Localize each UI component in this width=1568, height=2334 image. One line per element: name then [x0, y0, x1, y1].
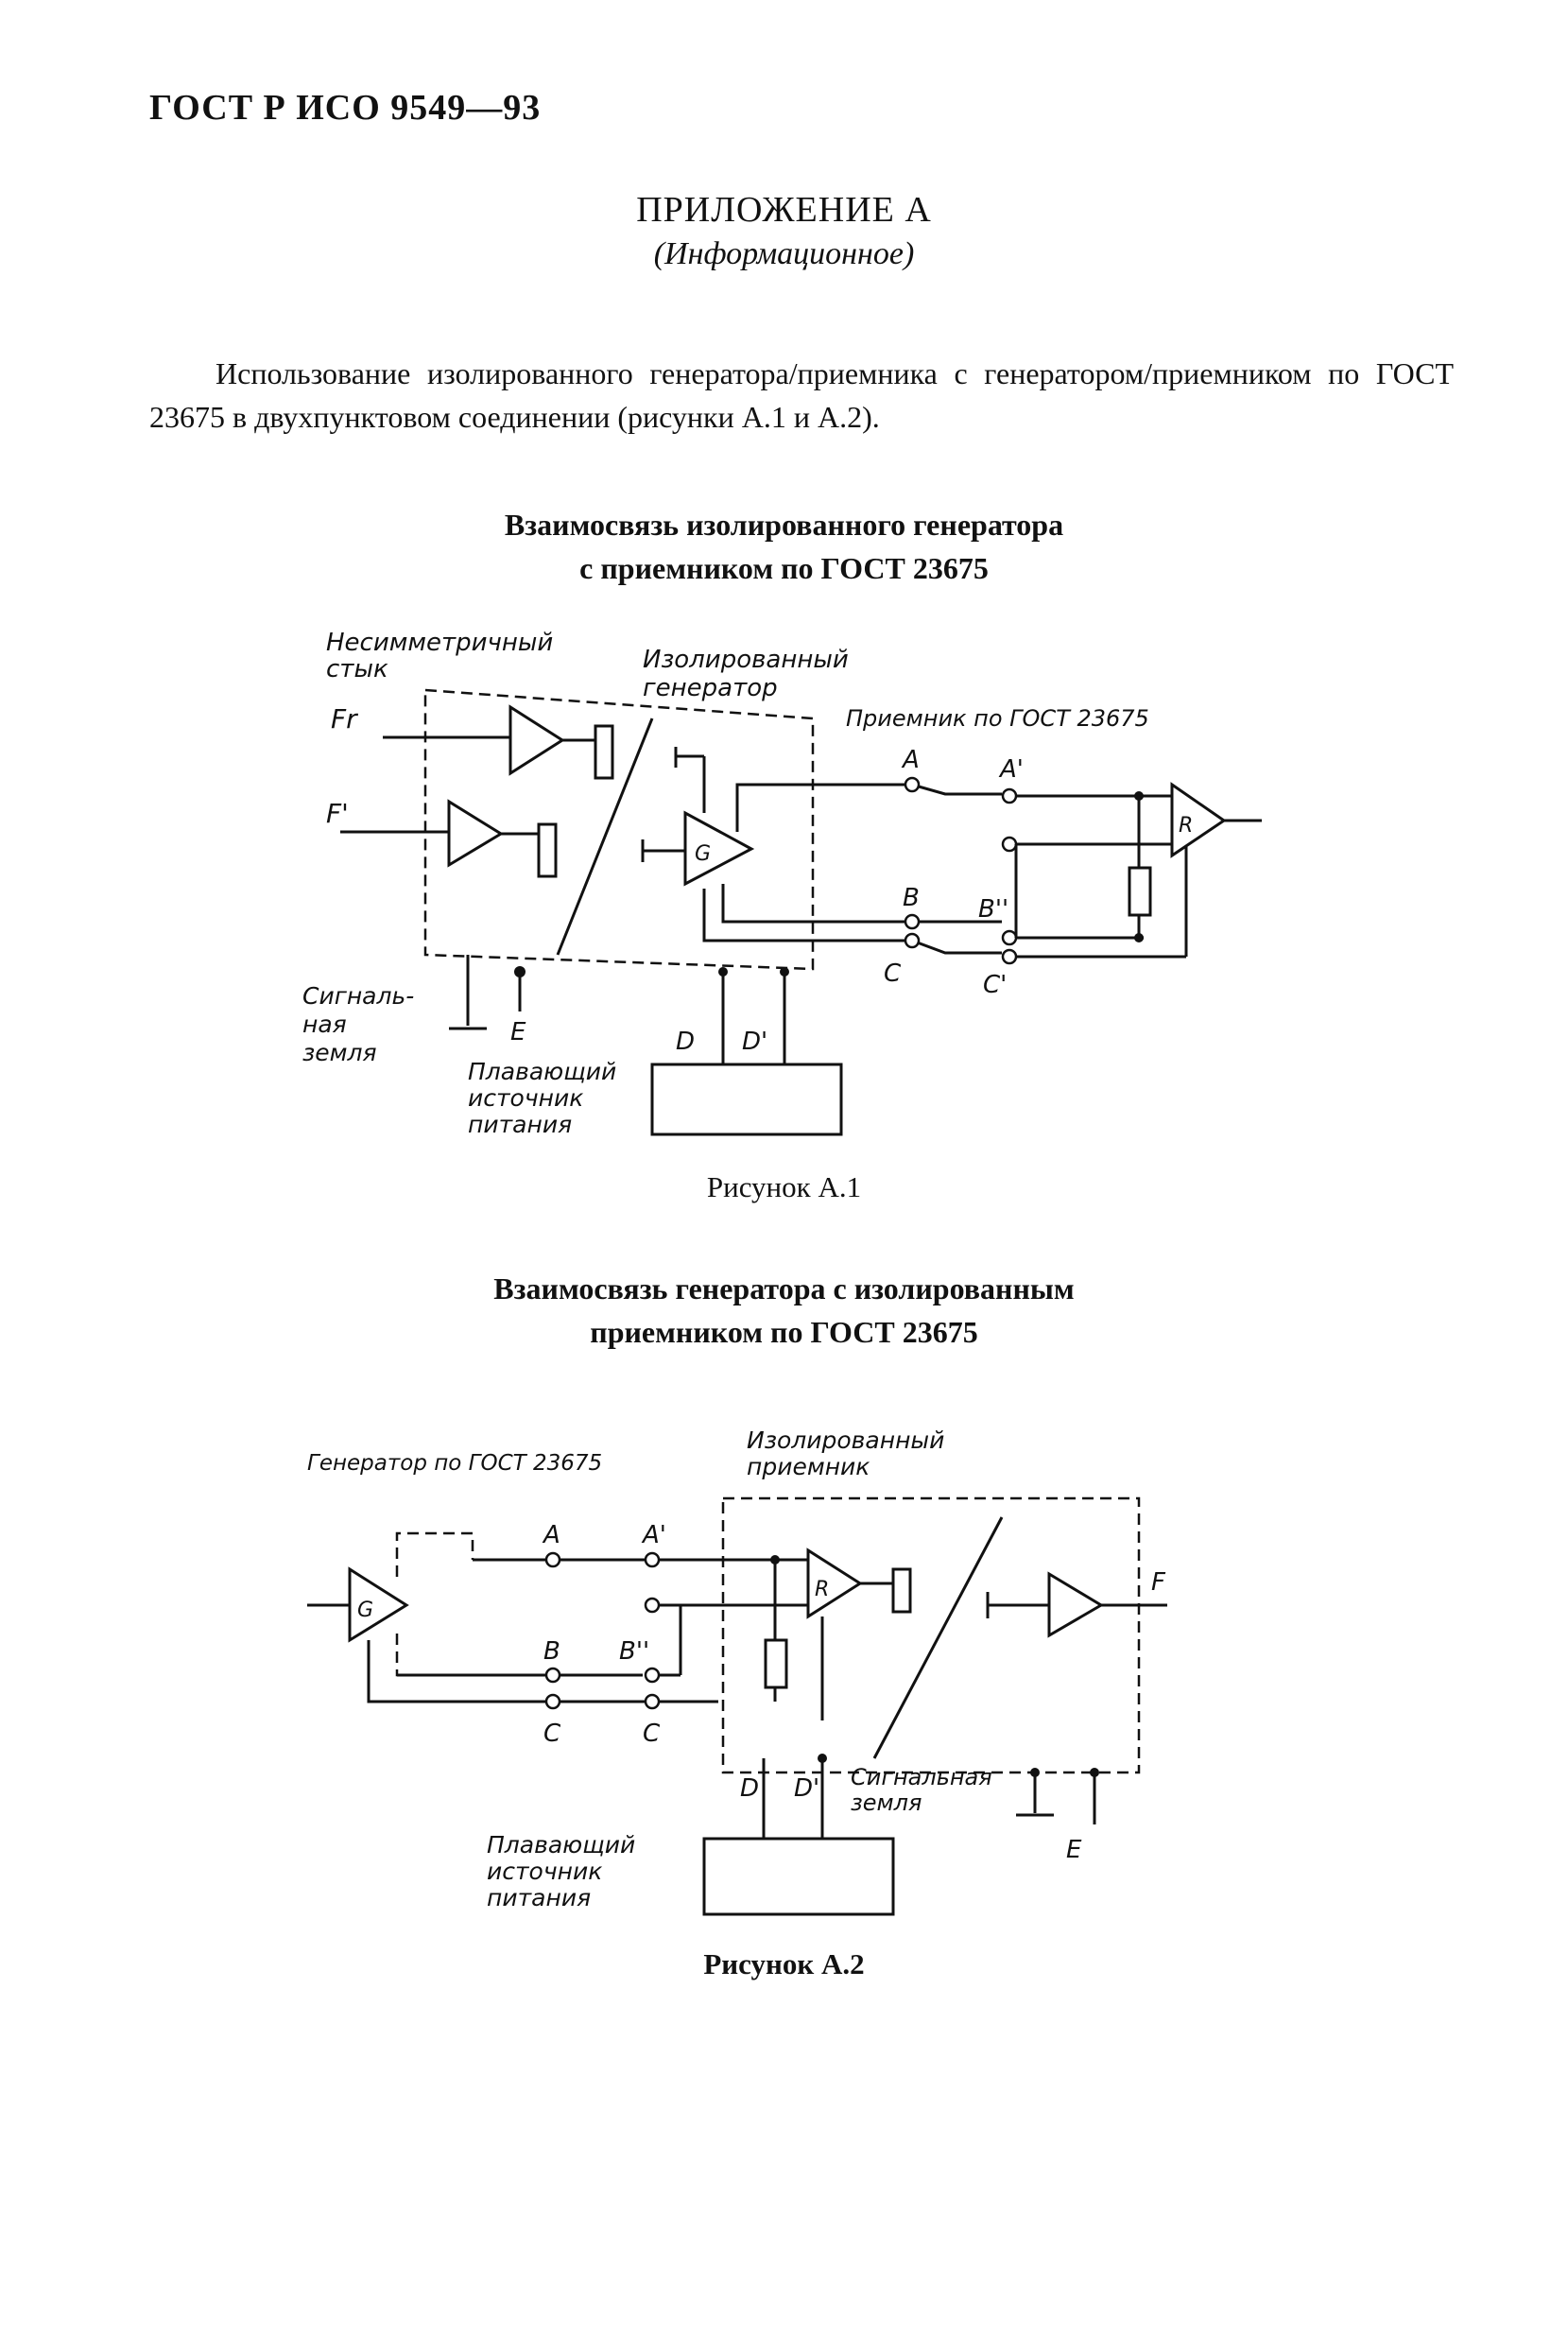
fig2-terminal-aprime — [644, 1551, 661, 1568]
fig1-label-floating-1: Плавающий — [468, 1058, 616, 1085]
fig1-terminal-a — [904, 776, 921, 793]
fig2-label-signal-ground-1: Сигнальная — [851, 1764, 992, 1790]
fig2-label-signal-ground-2: земля — [851, 1789, 922, 1816]
appendix-subtitle: (Информационное) — [653, 236, 915, 271]
fig2-label-bdprime: B'' — [619, 1637, 649, 1666]
fig1-label-b: B — [903, 884, 920, 912]
fig2-termination-resistor — [764, 1638, 788, 1689]
fig1-label-isolated-gen-1: Изолированный — [643, 646, 849, 674]
fig1-isolation-barrier — [556, 717, 654, 956]
fig1-optocoupler-fr — [594, 724, 614, 780]
fig1-isolated-enclosure — [423, 688, 815, 971]
figure2-title-line1: Взаимосвязь генератора с изолированным — [493, 1271, 1075, 1305]
fig1-label-unbalanced-1: Несимметричный — [326, 629, 553, 657]
figure1-caption: Рисунок А.1 — [706, 1170, 862, 1203]
fig1-optocoupler-fprime — [537, 822, 558, 878]
fig2-label-isolated-rx-1: Изолированный — [747, 1426, 944, 1454]
fig2-terminal-c2 — [644, 1693, 661, 1710]
fig2-label-isolated-rx-2: приемник — [747, 1453, 870, 1480]
fig2-label-generator: Генератор по ГОСТ 23675 — [307, 1451, 602, 1476]
fig1-r-label: R — [1179, 814, 1193, 838]
fig2-label-b: B — [543, 1637, 560, 1666]
fig1-label-bdprime: B'' — [978, 895, 1008, 924]
fig2-label-c2: C — [643, 1720, 661, 1748]
figure2-caption: Рисунок А.2 — [703, 1947, 865, 1980]
fig2-label-floating-2: источник — [487, 1858, 602, 1885]
fig1-terminal-c — [904, 932, 921, 949]
fig1-label-receiver: Приемник по ГОСТ 23675 — [846, 705, 1149, 732]
fig2-label-floating-3: питания — [487, 1884, 591, 1911]
fig1-g-label: G — [695, 842, 711, 866]
fig2-label-aprime: A' — [641, 1521, 666, 1549]
fig2-r-label: R — [815, 1578, 829, 1601]
appendix-title: ПРИЛОЖЕНИЕ А — [636, 190, 932, 230]
fig1-label-cprime: C' — [983, 971, 1007, 999]
fig1-buffer-fr — [508, 704, 565, 776]
figure1-title: Взаимосвязь изолированного генератора с … — [0, 503, 1568, 590]
fig1-label-signal-ground-3: земля — [302, 1039, 377, 1066]
fig1-generator-g — [683, 810, 755, 887]
fig1-label-fr: Fr — [331, 703, 358, 735]
fig2-label-e: E — [1066, 1836, 1082, 1864]
fig2-output-buffer — [1047, 1571, 1104, 1638]
fig2-label-dprime: D' — [794, 1774, 819, 1803]
fig1-label-isolated-gen-2: генератор — [643, 674, 778, 702]
fig2-receiver-r — [806, 1547, 863, 1619]
fig2-label-f: F — [1151, 1568, 1166, 1597]
fig1-line-b — [721, 884, 1002, 924]
figure1-title-line1: Взаимосвязь изолированного генератора — [504, 508, 1064, 542]
fig2-terminal-c — [544, 1693, 561, 1710]
fig1-label-dprime: D' — [742, 1028, 767, 1056]
figure2-title-line2: приемником по ГОСТ 23675 — [590, 1315, 978, 1349]
fig2-label-floating-1: Плавающий — [487, 1831, 635, 1859]
document-header: ГОСТ Р ИСО 9549—93 — [149, 88, 542, 128]
fig1-label-signal-ground-2: ная — [302, 1011, 347, 1038]
fig2-label-a: A — [542, 1521, 560, 1549]
fig1-label-e: E — [510, 1018, 526, 1046]
fig1-floating-supply — [650, 1063, 843, 1136]
fig1-receiver-r — [1170, 782, 1227, 858]
fig2-g-label: G — [357, 1599, 373, 1622]
fig1-label-signal-ground-1: Сигналь- — [302, 982, 414, 1010]
fig1-buffer-fprime — [447, 799, 504, 868]
intro-paragraph: Использование изолированного генератора/… — [149, 356, 1454, 434]
fig1-label-aprime: A' — [998, 755, 1024, 784]
fig2-isolation-barrier — [872, 1516, 1004, 1759]
figure1-title-line2: с приемником по ГОСТ 23675 — [579, 551, 989, 585]
fig2-floating-supply — [702, 1837, 895, 1916]
fig1-label-c: C — [884, 960, 902, 988]
fig1-label-floating-3: питания — [468, 1111, 572, 1138]
fig1-label-d: D — [676, 1028, 695, 1056]
fig2-optocoupler — [891, 1567, 912, 1614]
fig1-label-floating-2: источник — [468, 1084, 583, 1112]
fig2-terminal-a — [544, 1551, 561, 1568]
figure2-title: Взаимосвязь генератора с изолированным п… — [0, 1267, 1568, 1354]
fig2-terminal-bdprime — [644, 1667, 661, 1684]
fig2-label-c: C — [543, 1720, 561, 1748]
fig1-label-fprime: F' — [326, 798, 349, 829]
fig2-label-d: D — [740, 1774, 759, 1803]
fig1-terminal-b — [904, 913, 921, 930]
fig2-generator-g — [348, 1566, 409, 1643]
fig1-label-a: A — [901, 746, 920, 774]
fig2-terminal-b — [544, 1667, 561, 1684]
fig1-label-unbalanced-2: стык — [326, 655, 388, 683]
fig2-isolated-enclosure — [721, 1496, 1141, 1774]
